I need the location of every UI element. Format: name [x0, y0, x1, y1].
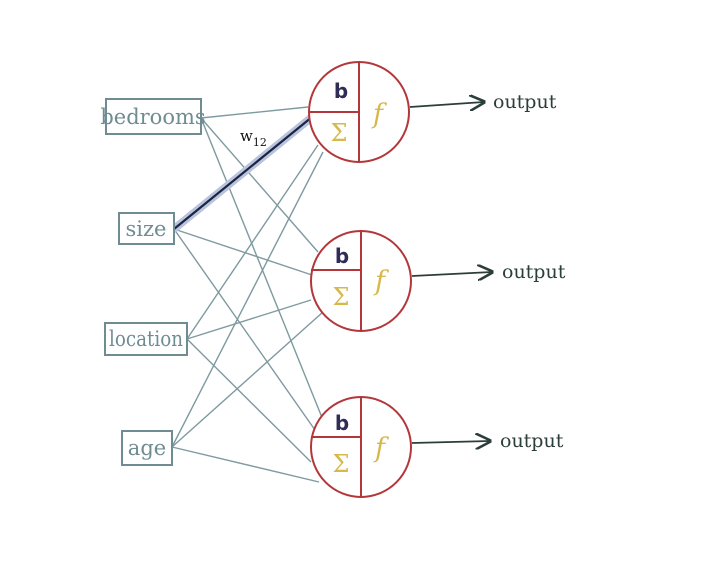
output-label-1: output [493, 91, 557, 113]
output-arrow-2 [411, 272, 492, 276]
input-node-age: age [121, 430, 173, 466]
input-node-location: location [104, 322, 188, 356]
output-2: output [411, 261, 566, 283]
input-box-bedrooms [105, 98, 202, 135]
connection-age-neuron-2 [171, 311, 324, 448]
output-3: output [411, 430, 564, 452]
connection-location-neuron-1 [186, 144, 319, 340]
weight-label-subscript: 12 [253, 136, 267, 149]
neuron-1-sum: Σ [331, 119, 348, 147]
connection-bedrooms-neuron-1 [200, 106, 309, 119]
neuron-2: b Σ f [310, 230, 412, 332]
input-label-location: location [109, 327, 183, 351]
highlight-edge-line [172, 115, 314, 231]
connection-size-neuron-2 [173, 228, 313, 276]
connection-age-neuron-3 [171, 446, 320, 483]
input-node-bedrooms: bedrooms [100, 98, 206, 135]
input-label-size: size [126, 217, 167, 241]
input-label-age: age [128, 436, 166, 460]
input-box-age [121, 430, 173, 466]
weight-label: w12 [240, 127, 267, 149]
input-node-size: size [118, 212, 175, 245]
highlighted-weight-connection [170, 113, 316, 233]
output-layer: output output output [409, 91, 566, 452]
output-arrow-3 [411, 441, 490, 443]
input-box-location [104, 322, 188, 356]
neuron-2-bias: b [335, 244, 349, 268]
output-arrow-1 [409, 102, 484, 107]
neuron-3: b Σ f [310, 396, 412, 498]
neuron-3-sum: Σ [333, 450, 350, 478]
connection-bedrooms-neuron-3 [200, 117, 324, 421]
connection-age-neuron-1 [171, 151, 324, 448]
input-layer: bedrooms size location age [100, 98, 206, 466]
input-box-size [118, 212, 175, 245]
neuron-3-bias: b [335, 411, 349, 435]
connection-location-neuron-3 [186, 338, 312, 463]
input-label-bedrooms: bedrooms [100, 105, 205, 129]
neuron-layer: b Σ f b Σ f b Σ f [308, 61, 412, 498]
output-label-2: output [502, 261, 566, 283]
neuron-2-sum: Σ [333, 283, 350, 311]
neuron-1-bias: b [334, 79, 348, 103]
connection-bedrooms-neuron-2 [200, 117, 319, 253]
connections-layer [171, 106, 324, 483]
connection-size-neuron-3 [173, 228, 316, 431]
neuron-1: b Σ f [308, 61, 410, 163]
weight-label-base: w [240, 127, 253, 145]
output-label-3: output [500, 430, 564, 452]
connection-location-neuron-2 [186, 299, 312, 340]
output-1: output [409, 91, 557, 113]
